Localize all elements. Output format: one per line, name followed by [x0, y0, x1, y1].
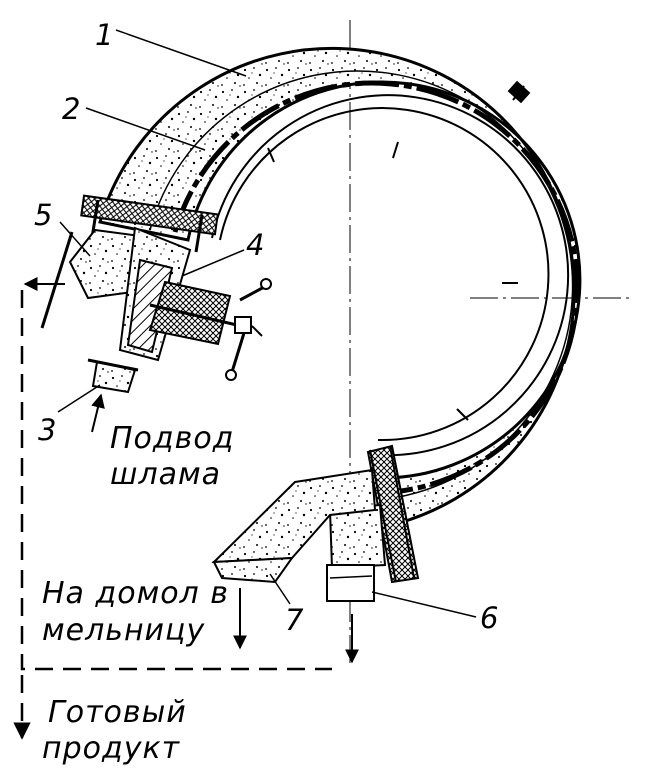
part-4-adjusting-screw [148, 278, 272, 381]
screen-sieve-arc [172, 80, 580, 496]
leader-1 [115, 29, 247, 77]
caption-product-2: продукт [42, 731, 181, 766]
label-part-4: 4 [246, 228, 264, 262]
part-labels: 1 2 3 4 5 6 7 [34, 18, 498, 637]
leader-lines [57, 29, 477, 618]
label-part-2: 2 [62, 92, 80, 126]
arrow-slurry-inlet [91, 393, 105, 433]
leader-3 [57, 384, 101, 413]
label-part-1: 1 [95, 18, 113, 52]
leader-7 [269, 573, 291, 605]
leader-4 [181, 249, 245, 277]
caption-product-1: Готовый [48, 695, 187, 730]
inner-frame-arc-inner [219, 107, 550, 442]
inlet-flange [80, 194, 219, 253]
captions: Подвод шлама На домол в мельницу Готовый… [42, 421, 234, 766]
inner-frame-arc-outer [211, 94, 570, 457]
label-part-5: 5 [34, 198, 52, 232]
caption-regrind-1: На домол в [42, 576, 229, 611]
leader-2 [85, 107, 206, 151]
top-clamp-bolt [507, 80, 531, 104]
leader-6 [371, 591, 477, 618]
leader-5 [59, 221, 91, 257]
caption-regrind-2: мельницу [42, 613, 205, 648]
label-part-7: 7 [285, 603, 304, 637]
caption-slurry-inlet-2: шлама [110, 457, 221, 492]
frame-ribs [267, 141, 518, 421]
flow-arrows [13, 277, 359, 740]
dashed-product-path [20, 290, 332, 671]
part-3-nozzle [87, 226, 192, 394]
part-6-bottom-chute [326, 503, 387, 602]
label-part-6: 6 [480, 601, 498, 635]
bottom-flange [366, 444, 420, 584]
caption-slurry-inlet-1: Подвод [110, 421, 234, 456]
label-part-3: 3 [38, 413, 56, 447]
part-7-outer-chute [211, 468, 377, 584]
